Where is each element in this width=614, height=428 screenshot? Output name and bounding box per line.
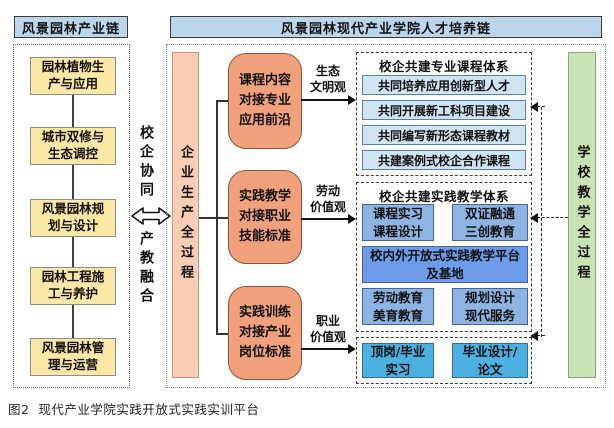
connector-line [216,100,218,334]
industry-item-plants: 园林植物生 产与应用 [30,57,116,95]
arrow-line [301,218,349,220]
arrow-left-icon [530,213,538,223]
internship-item: 毕业设计/ 论文 [452,343,528,378]
connector-line [216,100,229,102]
enterprise-process-bar: 企业生产全过程 [172,52,199,378]
industry-chain-header: 风景园林产业链 [14,16,128,38]
connector-line [72,95,74,127]
course-system-item: 共同编写新形态课程教材 [362,125,526,145]
arrow-line [301,99,349,101]
arrow-right-icon [348,214,356,224]
course-system-item: 共同培养应用创新型人才 [362,75,526,95]
school-process-bar: 学校教学全过程 [568,52,596,378]
process-box-practice-training: 实践训练 对接产业 岗位标准 [228,286,302,380]
practice-system-title: 校企共建实践教学体系 [378,188,509,204]
training-chain-header: 风景园林现代产业学院人才培养链 [170,16,602,38]
connector-line [199,217,229,219]
connector-line [72,165,74,199]
course-system-title: 校企共建专业课程体系 [378,58,509,74]
value-label-ecology: 生态 文明观 [309,64,346,94]
feedback-line [537,335,545,336]
industry-item-planning: 风景园林规 划与设计 [30,199,116,237]
industry-chain-panel [13,44,130,388]
process-box-practice-teaching: 实践教学 对接职业 技能标准 [228,170,302,264]
industry-item-construction: 园林工程施 工与养护 [30,267,116,305]
connector-line [72,237,74,267]
arrow-line [301,348,349,350]
arrow-right-icon [348,344,356,354]
practice-system-item: 劳动教育 美育教育 [362,288,434,325]
course-system-item: 共建案例式校企合作课程 [362,150,526,170]
industry-item-city: 城市双修与 生态调控 [30,127,116,165]
feedback-line [537,217,568,218]
process-box-course-content: 课程内容 对接专业 应用前沿 [228,53,302,149]
practice-system-item: 规划设计 现代服务 [452,288,528,325]
connector-line [216,333,229,335]
internship-item: 顶岗/毕业 实习 [362,343,434,378]
connector-line [72,305,74,338]
arrow-left-icon [530,331,538,341]
industry-item-management: 风景园林管 理与运营 [30,338,116,376]
arrow-right-icon [348,95,356,105]
course-system-item: 共同开展新工科项目建设 [362,100,526,120]
double-arrow-icon [131,207,171,225]
practice-system-item: 双证融通 三创教育 [452,204,528,241]
internship-group [356,337,532,384]
training-chain-panel [166,44,606,388]
value-label-labor: 劳动 价值观 [309,184,346,214]
practice-platform-item: 校内外开放式实践教学平台 及基地 [362,246,528,283]
practice-system-group [356,182,532,332]
course-system-group [356,52,532,176]
practice-system-item: 课程实习 课程设计 [362,204,434,241]
link-label-bottom: 产教融合 [138,231,154,307]
feedback-line [537,106,545,107]
value-label-occupation: 职业 价值观 [309,314,346,344]
feedback-line [541,107,542,337]
figure-caption: 图2 现代产业学院实践开放式实践实训平台 [8,402,260,417]
arrow-left-icon [530,102,538,112]
link-label-top: 校企协同 [138,125,154,201]
